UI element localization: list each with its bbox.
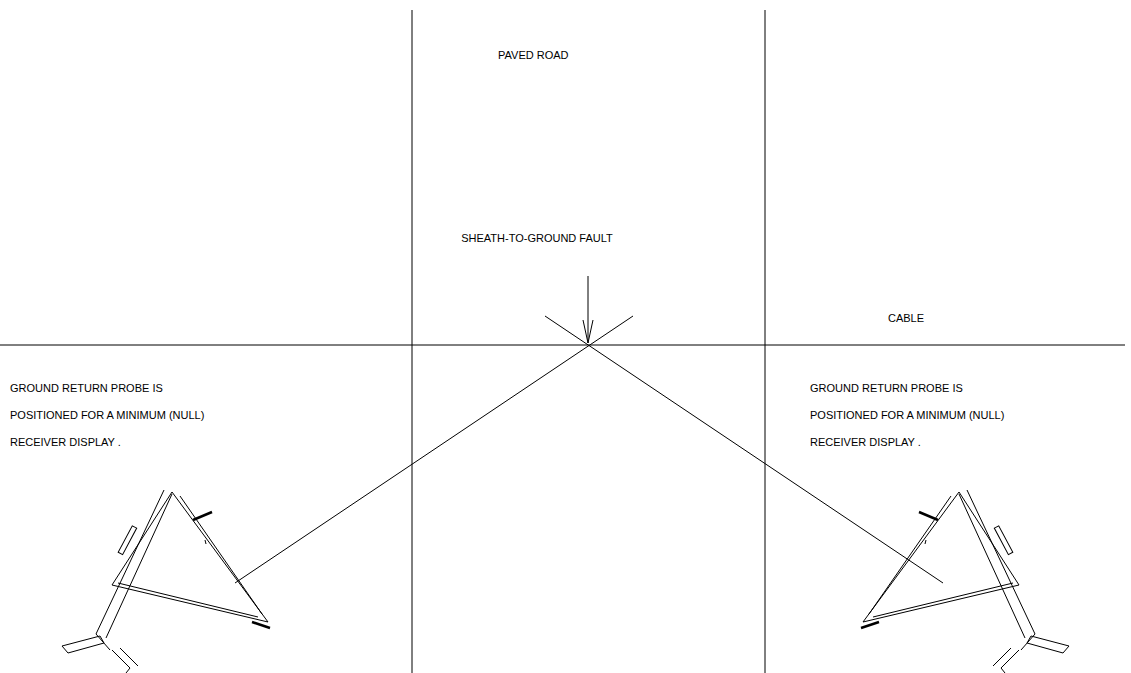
ground-return-probe — [861, 490, 1069, 673]
fault-label: SHEATH-TO-GROUND FAULT — [447, 222, 627, 254]
fault-arrow-head — [583, 320, 593, 343]
cable-line — [0, 345, 1125, 346]
probe-note: GROUND RETURN PROBE IS POSITIONED FOR A … — [10, 375, 222, 456]
cable-label: CABLE — [888, 310, 968, 326]
road-edge-line — [765, 10, 766, 673]
region-label: PAVED ROAD — [498, 47, 618, 63]
ground-return-probe — [62, 490, 270, 673]
probe-sight-line — [235, 316, 633, 583]
probe-note: GROUND RETURN PROBE IS POSITIONED FOR A … — [810, 375, 1022, 456]
road-edge-line — [412, 10, 413, 673]
fault-arrow — [588, 276, 589, 343]
probe-sight-line — [545, 316, 943, 583]
